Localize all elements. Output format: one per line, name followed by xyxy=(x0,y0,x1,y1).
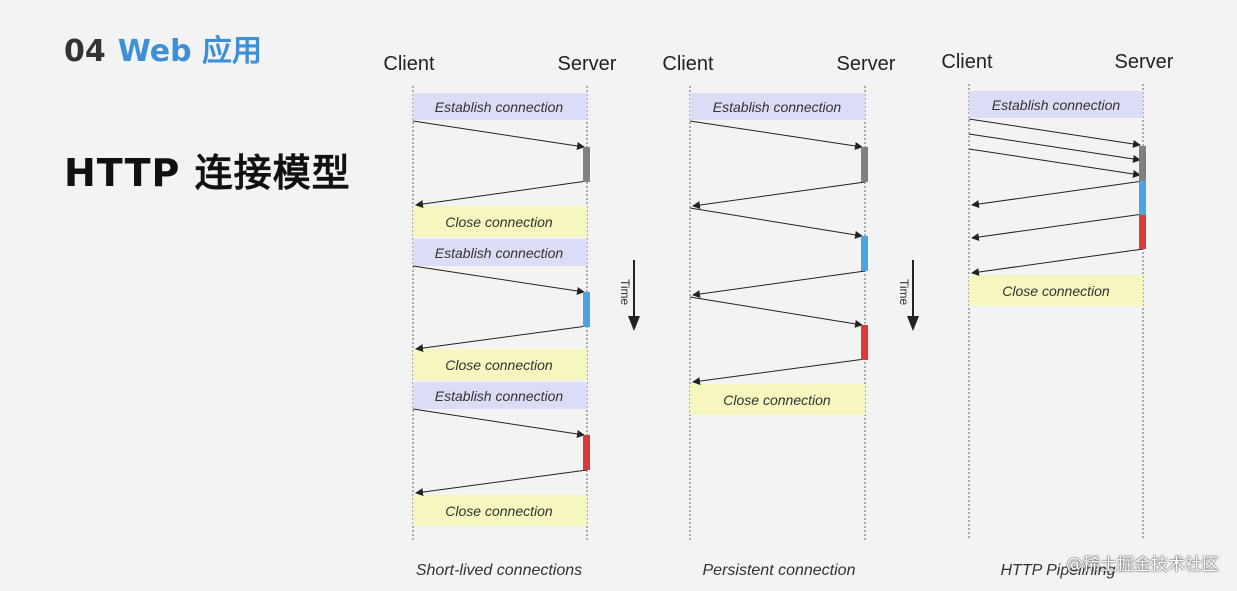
response-arrow xyxy=(971,213,1144,241)
close-band xyxy=(969,275,1143,306)
close-label: Close connection xyxy=(723,392,831,408)
close-label: Close connection xyxy=(1002,283,1110,299)
diagram-pipelining: Client Server Establish connection Close… xyxy=(941,51,1173,579)
establish-label: Establish connection xyxy=(713,99,842,115)
response-arrow xyxy=(692,181,866,209)
section-number: 04 xyxy=(64,34,106,69)
establish-label: Establish connection xyxy=(435,388,564,404)
close-band xyxy=(413,495,587,526)
section-name: Web 应用 xyxy=(117,34,263,69)
time-axis: Time xyxy=(618,260,640,331)
processing-bar-blue xyxy=(583,292,590,327)
processing-bar-red xyxy=(1139,215,1146,249)
section-header: 04 Web 应用 xyxy=(64,26,262,70)
request-arrow xyxy=(412,408,585,438)
request-arrow xyxy=(689,296,863,328)
establish-label: Establish connection xyxy=(992,97,1121,113)
time-arrowhead xyxy=(628,316,640,331)
request-arrow xyxy=(689,120,863,150)
request-arrow xyxy=(968,118,1141,148)
processing-bar-gray xyxy=(583,147,590,182)
request-arrow xyxy=(412,265,585,295)
processing-bar-gray xyxy=(1139,146,1146,181)
response-arrow xyxy=(415,469,588,497)
request-arrow xyxy=(968,148,1141,178)
close-label: Close connection xyxy=(445,214,553,230)
client-label: Client xyxy=(941,51,993,73)
establish-band xyxy=(413,239,587,266)
response-arrow xyxy=(692,358,866,386)
diagram-caption: HTTP Pipelining xyxy=(1000,562,1115,579)
establish-label: Establish connection xyxy=(435,99,564,115)
time-axis: Time xyxy=(897,260,919,331)
processing-bar-blue xyxy=(1139,181,1146,215)
client-label: Client xyxy=(662,53,714,75)
close-band xyxy=(690,384,865,415)
time-label: Time xyxy=(897,279,911,306)
time-label: Time xyxy=(618,279,632,306)
processing-bar-red xyxy=(861,325,868,360)
server-label: Server xyxy=(558,53,617,75)
watermark: @稀土掘金技术社区 xyxy=(1066,555,1219,575)
establish-band xyxy=(413,93,587,120)
request-arrow xyxy=(689,207,863,239)
request-arrow xyxy=(968,133,1141,163)
response-arrow xyxy=(971,248,1144,276)
response-arrow xyxy=(415,180,588,208)
diagram-caption: Persistent connection xyxy=(703,562,856,579)
server-label: Server xyxy=(837,53,896,75)
response-arrow xyxy=(692,270,866,298)
diagram-caption: Short-lived connections xyxy=(416,562,582,579)
close-band xyxy=(413,349,587,380)
diagram-short-lived: Client Server Establish connection Close… xyxy=(383,53,616,579)
close-band xyxy=(413,206,587,237)
establish-band xyxy=(969,91,1143,118)
server-label: Server xyxy=(1115,51,1174,73)
response-arrow xyxy=(415,325,588,353)
diagram-persistent: Client Server Establish connection Close… xyxy=(662,53,895,579)
processing-bar-red xyxy=(583,435,590,470)
request-arrow xyxy=(412,120,585,150)
close-label: Close connection xyxy=(445,357,553,373)
establish-band xyxy=(690,93,865,120)
establish-band xyxy=(413,382,587,409)
page-title: HTTP 连接模型 xyxy=(64,151,351,195)
processing-bar-gray xyxy=(861,147,868,182)
close-label: Close connection xyxy=(445,503,553,519)
time-arrowhead xyxy=(907,316,919,331)
response-arrow xyxy=(971,180,1144,208)
establish-label: Establish connection xyxy=(435,245,564,261)
processing-bar-blue xyxy=(861,236,868,271)
client-label: Client xyxy=(383,53,435,75)
